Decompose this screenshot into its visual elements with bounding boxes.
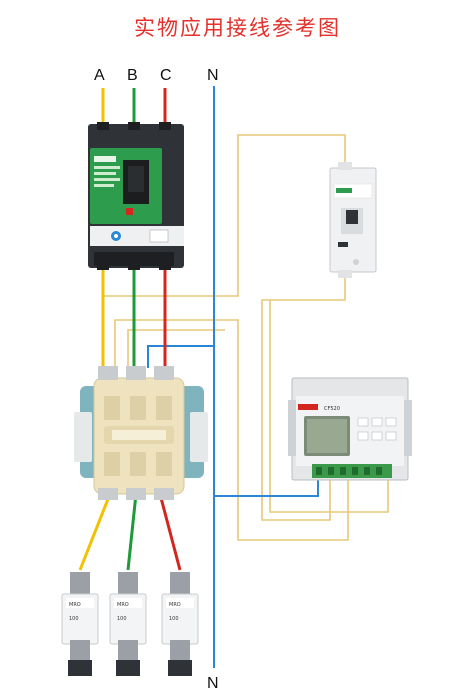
controller-model-label: CF520: [324, 406, 340, 412]
breaker-handle: [128, 166, 144, 192]
fuse-1-rating: 100: [69, 616, 79, 622]
controller-key: [357, 417, 369, 427]
wire-phase-a-out: [78, 493, 112, 571]
fuse-2: MRO 100: [109, 572, 147, 676]
diagram-title: 实物应用接线参考图: [134, 16, 341, 40]
control-wires: [103, 134, 389, 541]
label-neutral-top: N: [207, 67, 219, 84]
control-wire-breaker-to-mcb: [103, 134, 346, 297]
controller-key: [371, 431, 383, 441]
control-wire-contactor-coil-2: [127, 329, 225, 368]
controller-brand-badge: [298, 404, 318, 410]
controller-key: [385, 431, 397, 441]
wire-phase-c-out: [158, 493, 182, 571]
miniature-circuit-breaker: [329, 162, 377, 278]
neutral-to-contactor: [147, 345, 214, 368]
control-wire-controller-return: [269, 300, 389, 513]
breaker-trip-unit: [90, 226, 184, 246]
mcb-toggle: [346, 210, 358, 224]
fuse-3-brand: MRO: [169, 602, 181, 608]
controller-keypad: [357, 417, 397, 441]
label-phase-b: B: [127, 67, 138, 84]
fuse-2-brand: MRO: [117, 602, 129, 608]
label-phase-a: A: [94, 67, 105, 84]
controller-key: [385, 417, 397, 427]
controller-key: [371, 417, 383, 427]
capacitor-controller: CF520: [288, 377, 412, 481]
fuse-2-rating: 100: [117, 616, 127, 622]
main-circuit-breaker: [88, 122, 184, 270]
fuse-3-rating: 100: [169, 616, 179, 622]
wire-phase-b-out: [126, 493, 138, 571]
fuse-1-brand: MRO: [69, 602, 81, 608]
control-wire-contactor-coil-1: [114, 319, 349, 541]
label-neutral-bottom: N: [207, 675, 219, 692]
neutral-to-controller: [214, 478, 319, 497]
control-wire-mcb-to-controller: [261, 272, 346, 521]
neutral-wires: [147, 86, 319, 668]
fuse-1: MRO 100: [61, 572, 99, 676]
controller-key: [357, 431, 369, 441]
ac-contactor: [74, 366, 208, 500]
label-phase-c: C: [160, 67, 172, 84]
fuse-3: MRO 100: [161, 572, 199, 676]
